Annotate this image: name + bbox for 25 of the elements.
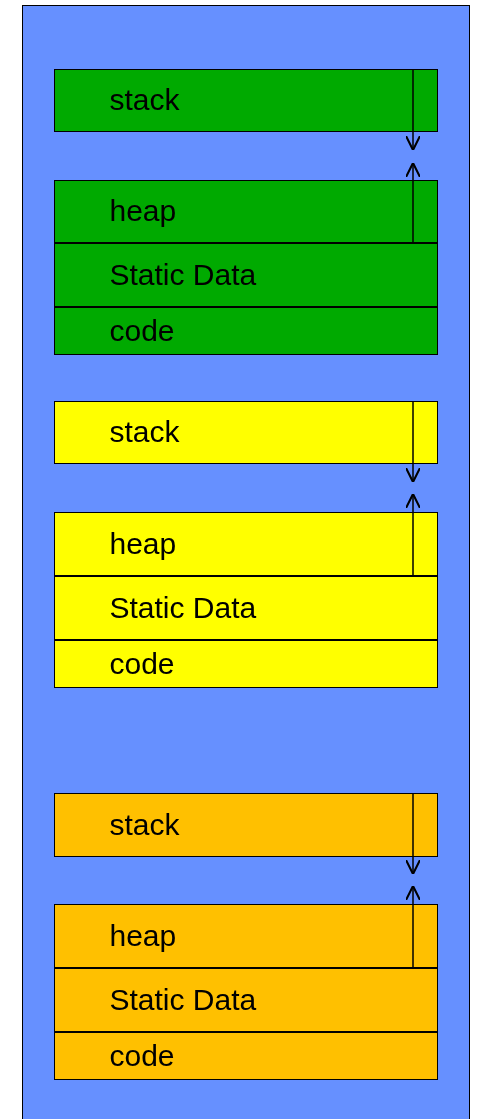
segment-label: heap: [109, 920, 177, 951]
memory-segment: [53, 1031, 438, 1080]
memory-segment: [53, 306, 438, 355]
segment-label: code: [109, 1040, 175, 1071]
memory-segment: [53, 639, 438, 688]
segment-label: Static Data: [109, 592, 257, 623]
memory-segment: [53, 400, 438, 464]
memory-segment: [53, 68, 438, 132]
segment-label: stack: [109, 85, 180, 115]
memory-segment: [53, 967, 438, 1032]
memory-segment: [53, 179, 438, 243]
memory-segment: [53, 792, 438, 857]
segment-label: Static Data: [109, 984, 257, 1015]
segment-label: code: [109, 315, 175, 346]
memory-segment: [53, 242, 438, 307]
segment-label: stack: [109, 809, 180, 840]
memory-segment: [53, 575, 438, 640]
address-space-panel: [22, 5, 470, 1119]
segment-label: heap: [109, 196, 177, 226]
segment-label: heap: [109, 528, 177, 559]
segment-label: Static Data: [109, 259, 257, 290]
segment-label: stack: [109, 417, 180, 447]
segment-label: code: [109, 648, 175, 679]
memory-segment: [53, 903, 438, 968]
memory-segment: [53, 511, 438, 576]
